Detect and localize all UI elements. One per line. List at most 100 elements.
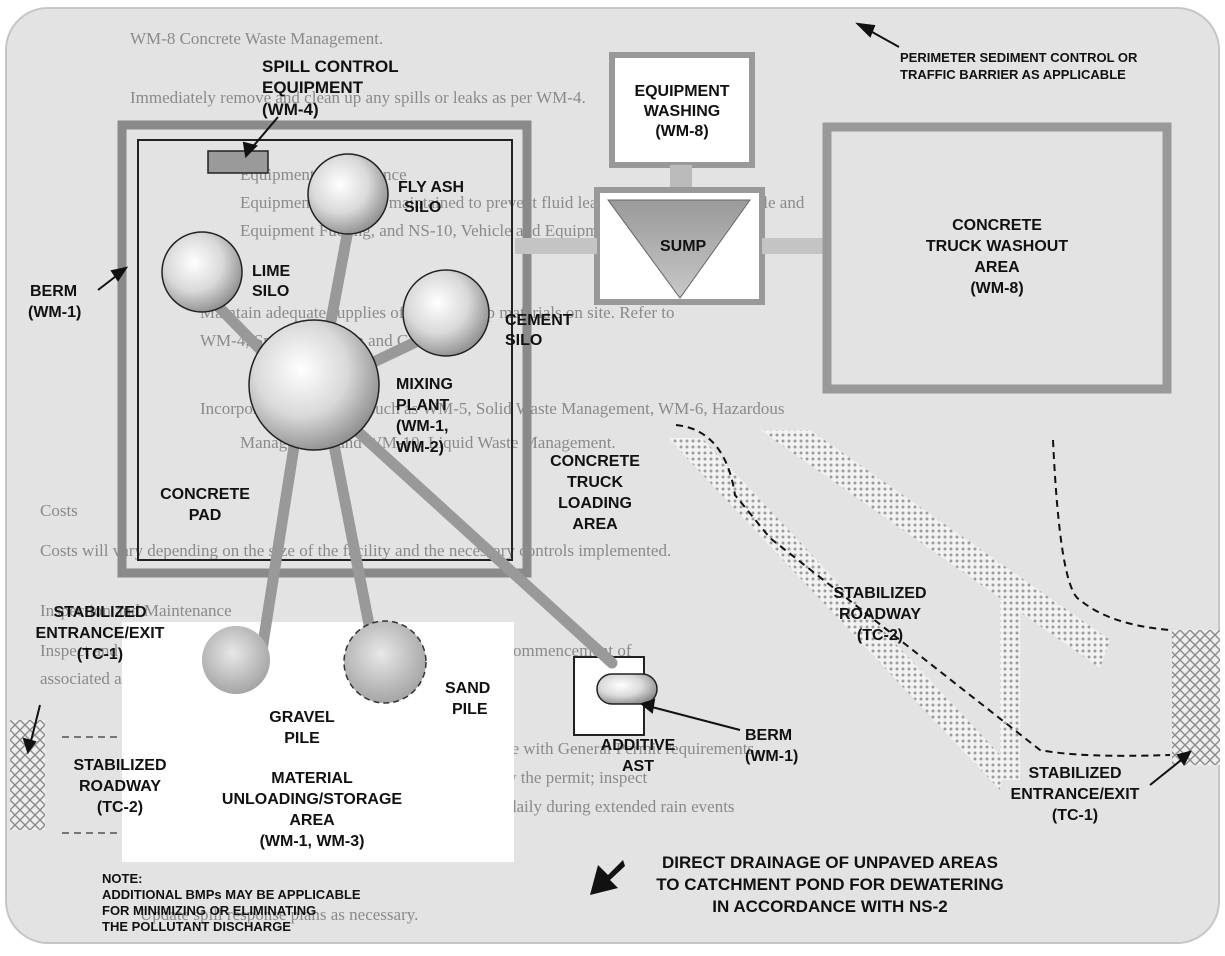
- drainage-line-2: TO CATCHMENT POND FOR DEWATERING: [656, 875, 1004, 894]
- equipment-washing-line-3: (WM-8): [655, 123, 708, 140]
- spill-control-line-1: SPILL CONTROL: [262, 57, 399, 76]
- truck-washout-line-1: CONCRETE: [952, 217, 1042, 234]
- wash-connector: [670, 165, 692, 193]
- stab-entrance-left-line-2: ENTRANCE/EXIT: [36, 625, 165, 642]
- note-line-2: ADDITIONAL BMPs MAY BE APPLICABLE: [102, 887, 361, 902]
- stabilized-roadway-strip-1: [668, 438, 1005, 790]
- mixing-plant-line-4: WM-2): [396, 439, 444, 456]
- label-material-area: MATERIAL UNLOADING/STORAGE AREA (WM-1, W…: [222, 770, 402, 850]
- drainage-line-3: IN ACCORDANCE WITH NS-2: [712, 897, 947, 916]
- stab-roadway-right-line-3: (TC-2): [857, 627, 903, 644]
- pipe-right: [762, 238, 827, 254]
- truck-washout-line-3: AREA: [974, 259, 1020, 276]
- label-additive: ADDITIVE AST: [601, 737, 676, 775]
- additive-line-1: ADDITIVE: [601, 737, 676, 754]
- label-fly-ash: FLY ASH SILO: [398, 179, 464, 216]
- truck-washout-line-4: (WM-8): [970, 280, 1023, 297]
- mixing-plant: [248, 319, 380, 451]
- label-equipment-washing: EQUIPMENT WASHING (WM-8): [634, 83, 729, 140]
- perimeter-line-1: PERIMETER SEDIMENT CONTROL OR: [900, 50, 1138, 65]
- additive-tank: [596, 673, 658, 705]
- label-truck-loading: CONCRETE TRUCK LOADING AREA: [550, 453, 640, 533]
- additive-line-2: AST: [622, 758, 654, 775]
- label-spill-control: SPILL CONTROL EQUIPMENT (WM-4): [262, 57, 399, 119]
- stab-roadway-right-line-1: STABILIZED: [833, 585, 926, 602]
- berm-perimeter: [117, 120, 532, 578]
- mixing-plant-line-2: PLANT: [396, 397, 450, 414]
- sand-pile: [343, 620, 427, 704]
- material-line-2: UNLOADING/STORAGE: [222, 791, 402, 808]
- mixing-plant-line-3: (WM-1,: [396, 418, 448, 435]
- note-line-4: THE POLLUTANT DISCHARGE: [102, 919, 291, 934]
- material-storage-area: [122, 622, 514, 862]
- material-line-1: MATERIAL: [271, 770, 353, 787]
- stab-roadway-left-line-3: (TC-2): [97, 799, 143, 816]
- mixing-plant-line-1: MIXING: [396, 376, 453, 393]
- drainage-arrow-icon: [590, 860, 625, 895]
- fly-ash-line-2: SILO: [404, 199, 441, 216]
- pipe-left: [515, 238, 597, 254]
- label-stab-entrance-right: STABILIZED ENTRANCE/EXIT (TC-1): [1011, 765, 1140, 824]
- background-text-line: Costs: [40, 501, 78, 520]
- truck-loading-line-3: LOADING: [558, 495, 632, 512]
- berm-left-line-1: BERM: [30, 283, 77, 300]
- label-truck-washout: CONCRETE TRUCK WASHOUT AREA (WM-8): [926, 217, 1068, 297]
- sand-pile-line-2: PILE: [452, 701, 488, 718]
- truck-washout-area: [822, 122, 1172, 394]
- background-text-line: Inspection and Maintenance: [40, 601, 232, 620]
- lime-silo: [161, 231, 243, 313]
- label-drainage: DIRECT DRAINAGE OF UNPAVED AREAS TO CATC…: [656, 853, 1004, 916]
- stab-entrance-left-line-1: STABILIZED: [53, 604, 146, 621]
- leader-lines: [22, 22, 1192, 786]
- label-stab-roadway-left: STABILIZED ROADWAY (TC-2): [73, 757, 166, 816]
- equipment-washing-line-2: WASHING: [644, 103, 720, 120]
- label-gravel-pile: GRAVEL PILE: [269, 709, 335, 747]
- road-edge-right: [1052, 439, 1171, 631]
- berm-left-line-2: (WM-1): [28, 304, 81, 321]
- gravel-pile-line-2: PILE: [284, 730, 320, 747]
- sump: [607, 199, 751, 299]
- perimeter-line-2: TRAFFIC BARRIER AS APPLICABLE: [900, 67, 1126, 82]
- berm-right-line-2: (WM-1): [745, 748, 798, 765]
- label-berm-left: BERM (WM-1): [28, 283, 81, 321]
- equipment-washing-line-1: EQUIPMENT: [634, 83, 729, 100]
- concrete-pad-line-2: PAD: [189, 507, 222, 524]
- gravel-pile: [202, 626, 270, 694]
- spill-control-equipment: [207, 150, 269, 174]
- label-berm-right: BERM (WM-1): [745, 727, 798, 765]
- stab-roadway-right-line-2: ROADWAY: [839, 606, 921, 623]
- sump-label: SUMP: [660, 238, 707, 255]
- stabilized-roadway-vertical: [1000, 600, 1020, 780]
- label-note: NOTE: ADDITIONAL BMPs MAY BE APPLICABLE …: [102, 871, 361, 934]
- berm-right-line-1: BERM: [745, 727, 792, 744]
- cement-line-2: SILO: [505, 332, 542, 349]
- stabilized-roadway-strip-2: [760, 430, 1110, 668]
- fly-ash-line-1: FLY ASH: [398, 179, 464, 196]
- note-line-1: NOTE:: [102, 871, 142, 886]
- background-text-line: Immediately remove and clean up any spil…: [130, 88, 586, 107]
- entrance-pad-left: [10, 720, 45, 830]
- concrete-pad-line-1: CONCRETE: [160, 486, 250, 503]
- note-line-3: FOR MINIMIZING OR ELIMINATING: [102, 903, 316, 918]
- concrete-pad: [137, 139, 513, 561]
- lime-line-2: SILO: [252, 283, 289, 300]
- label-cement: CEMENT SILO: [505, 312, 573, 349]
- truck-loading-line-2: TRUCK: [567, 474, 623, 491]
- label-mixing-plant: MIXING PLANT (WM-1, WM-2): [396, 376, 453, 456]
- stab-entrance-left-line-3: (TC-1): [77, 646, 123, 663]
- material-line-3: AREA: [289, 812, 335, 829]
- truck-loading-line-1: CONCRETE: [550, 453, 640, 470]
- cement-silo: [402, 269, 490, 357]
- fly-ash-silo: [307, 153, 389, 235]
- background-text-line: Update spill response plans as necessary…: [140, 905, 418, 924]
- truck-loading-line-4: AREA: [572, 516, 618, 533]
- background-text-line: WM-8 Concrete Waste Management.: [130, 29, 383, 48]
- stab-entrance-right-line-3: (TC-1): [1052, 807, 1098, 824]
- drainage-line-1: DIRECT DRAINAGE OF UNPAVED AREAS: [662, 853, 998, 872]
- gravel-pile-line-1: GRAVEL: [269, 709, 335, 726]
- label-sand-pile: SAND PILE: [445, 680, 490, 718]
- stab-entrance-right-line-1: STABILIZED: [1028, 765, 1121, 782]
- truck-washout-line-2: TRUCK WASHOUT: [926, 238, 1068, 255]
